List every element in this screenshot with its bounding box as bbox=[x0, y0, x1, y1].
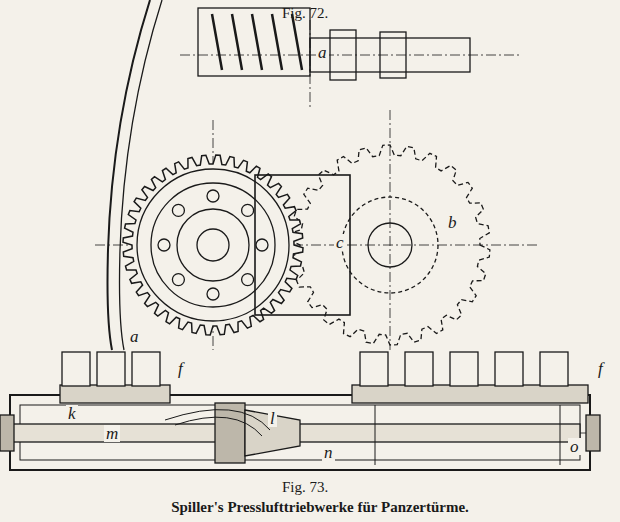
worm-thread bbox=[212, 14, 302, 70]
callout-letter: f bbox=[596, 360, 605, 377]
rack-bar bbox=[352, 385, 588, 403]
callout-letter: k bbox=[66, 405, 78, 422]
figure-caption: Spiller's Presslufttriebwerke für Panzer… bbox=[171, 500, 469, 515]
rack-tooth bbox=[97, 352, 125, 386]
rack-bar bbox=[60, 385, 170, 403]
gear-main bbox=[123, 155, 303, 335]
figure-label: Fig. 73. bbox=[282, 480, 328, 495]
shaft bbox=[368, 223, 412, 267]
gear-hub bbox=[177, 209, 249, 281]
callout-letter: f bbox=[176, 360, 185, 377]
figure-label: Fig. 72. bbox=[282, 6, 328, 21]
bolt bbox=[158, 239, 170, 251]
gear-group bbox=[123, 145, 490, 345]
air-pipe bbox=[165, 410, 270, 430]
center-line bbox=[180, 55, 520, 56]
shaft bbox=[197, 229, 229, 261]
end-cap bbox=[586, 415, 600, 451]
callout-letter: c bbox=[334, 234, 346, 251]
center-line bbox=[310, 20, 311, 110]
gear-rim bbox=[137, 169, 289, 321]
bearing-frame bbox=[255, 175, 350, 315]
bolt bbox=[256, 239, 268, 251]
air-pipe bbox=[175, 417, 262, 436]
gear-web bbox=[151, 183, 275, 307]
bolt bbox=[207, 288, 219, 300]
bolt bbox=[207, 190, 219, 202]
gear-hub bbox=[342, 197, 438, 293]
rack-tooth bbox=[495, 352, 523, 386]
bolt bbox=[242, 204, 254, 216]
rack-teeth bbox=[62, 352, 568, 386]
rack-tooth bbox=[405, 352, 433, 386]
rack-tooth bbox=[132, 352, 160, 386]
callout-letter: a bbox=[128, 328, 141, 345]
end-cap bbox=[0, 415, 14, 451]
stop bbox=[375, 405, 560, 465]
rack-tooth bbox=[62, 352, 90, 386]
bolt-group bbox=[158, 190, 268, 300]
bolt bbox=[172, 274, 184, 286]
bolt bbox=[172, 204, 184, 216]
housing-wall bbox=[108, 0, 151, 350]
cylinder-housing bbox=[10, 395, 590, 470]
callout-letter: a bbox=[316, 44, 329, 61]
callout-letter: n bbox=[322, 444, 335, 461]
callout-letter: b bbox=[446, 214, 459, 231]
callout-letter: m bbox=[104, 425, 120, 442]
callout-letter: o bbox=[568, 438, 581, 455]
bolt bbox=[242, 274, 254, 286]
callout-letter: l bbox=[268, 410, 277, 427]
rack-tooth bbox=[540, 352, 568, 386]
rack-tooth bbox=[450, 352, 478, 386]
rack-tooth bbox=[360, 352, 388, 386]
